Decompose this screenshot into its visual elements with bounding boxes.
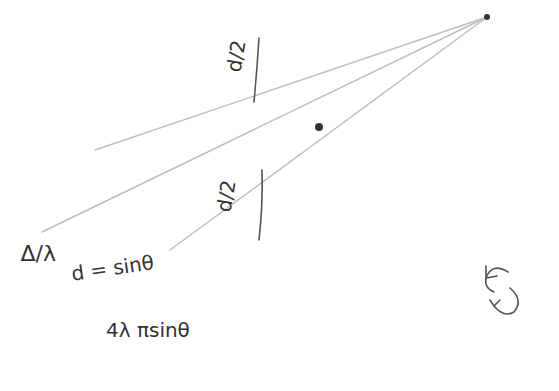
ray-line: [42, 17, 487, 232]
ray-line: [95, 17, 487, 150]
handwritten-note: d/2: [212, 178, 239, 214]
handwritten-note: d/2: [222, 38, 249, 74]
handwritten-note: 4λ πsinθ: [106, 319, 190, 341]
handwritten-note: Δ/λ: [21, 242, 56, 266]
rotation-arrow: [486, 268, 508, 292]
rotation-arrow: [494, 288, 518, 314]
point: [315, 123, 323, 131]
handwritten-note: d = sinθ: [69, 251, 154, 284]
rotation-arrow: [490, 300, 500, 306]
slit-mark: [254, 38, 259, 102]
rotation-arrow: [486, 266, 497, 278]
point: [484, 14, 490, 20]
slit-mark: [259, 170, 262, 240]
ray-line: [170, 17, 487, 250]
